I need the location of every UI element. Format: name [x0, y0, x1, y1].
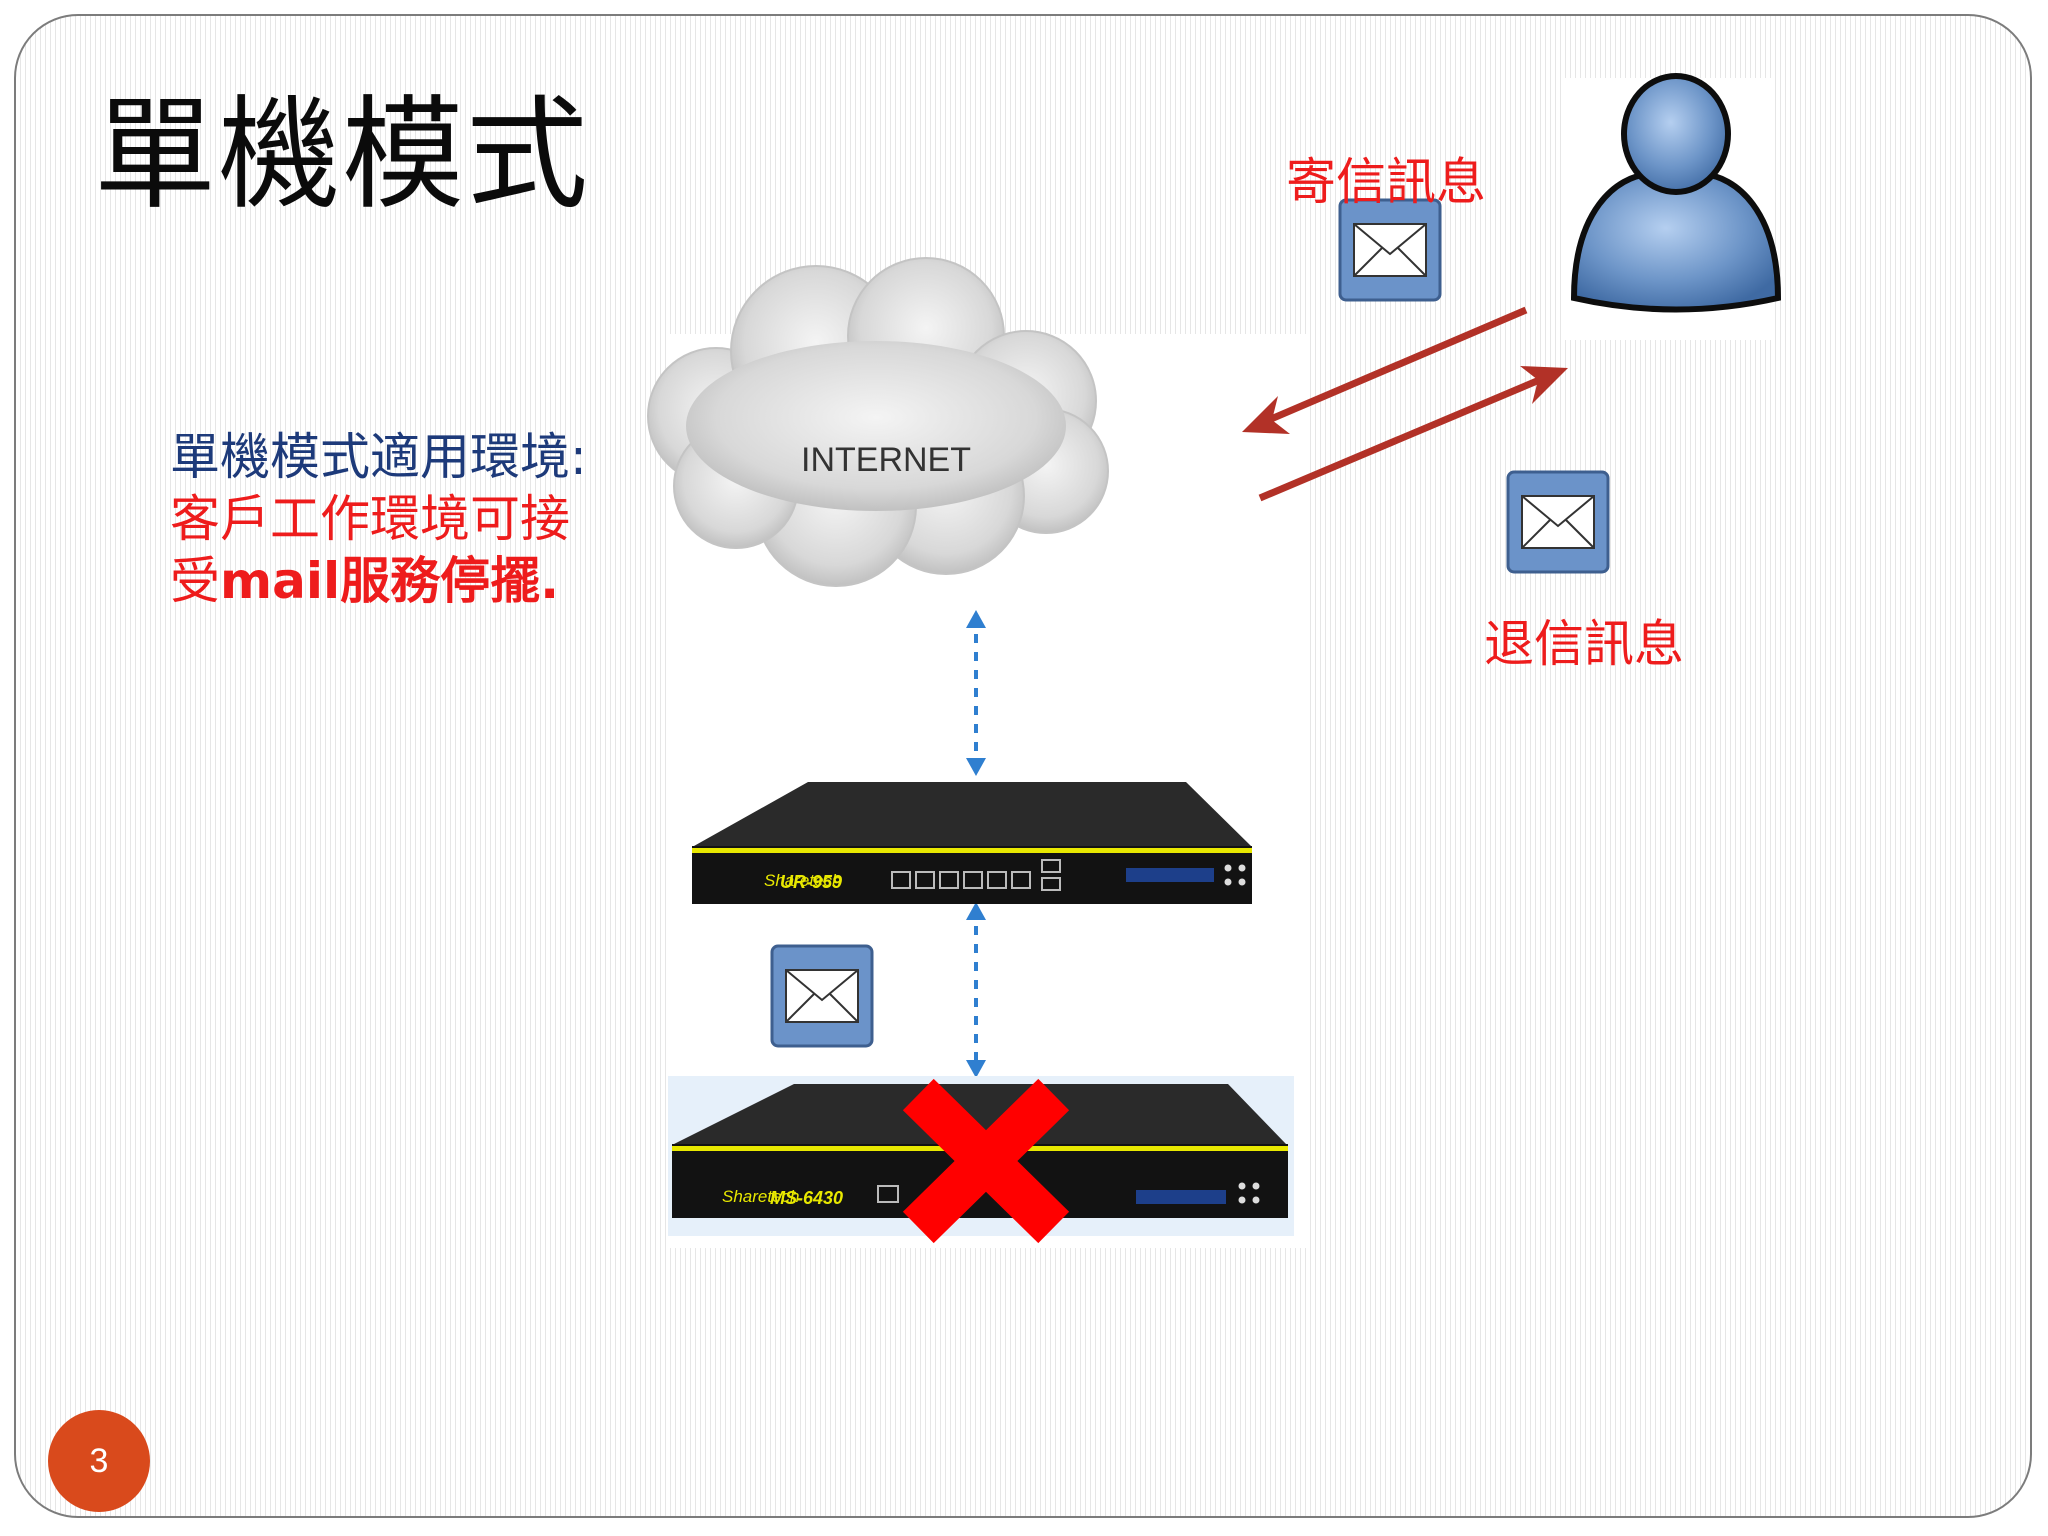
- description-line-3-rest: 服務停擺.: [340, 552, 560, 610]
- send-message-label: 寄信訊息: [1286, 153, 1486, 211]
- slide: 單機模式 單機模式適用環境: 客戶工作環境可接 受mail服務停擺.: [14, 14, 2032, 1518]
- mail-icon-send: [1338, 198, 1442, 302]
- page-number-badge: 3: [48, 1410, 150, 1512]
- description-line-3-prefix: 受: [170, 552, 220, 610]
- server-model: MS-6430: [770, 1188, 843, 1208]
- slide-title: 單機模式: [94, 84, 590, 226]
- link-router-mailserver: [966, 902, 986, 1078]
- description: 單機模式適用環境: 客戶工作環境可接 受mail服務停擺.: [170, 426, 587, 612]
- user-icon: [1570, 73, 1782, 313]
- mail-icon-internal: [770, 944, 874, 1048]
- router-model: UR-959: [780, 872, 842, 892]
- cloud-label: INTERNET: [801, 441, 971, 479]
- server-brand: Sharetech: [722, 1187, 800, 1206]
- router-device: Sharetech UR-959: [692, 782, 1252, 904]
- description-line-3: 受mail服務停擺.: [170, 550, 587, 612]
- failure-x-icon: [902, 1078, 1070, 1244]
- description-line-2: 客戶工作環境可接: [170, 490, 570, 548]
- arrow-send: [1242, 306, 1528, 434]
- description-line-3-bold: mail: [220, 552, 341, 610]
- description-line-1: 單機模式適用環境:: [170, 428, 587, 486]
- network-diagram: INTERNET Sharetech UR-959: [647, 73, 1782, 1244]
- mail-icon-bounce: [1506, 470, 1610, 574]
- link-internet-router: [966, 610, 986, 776]
- bounce-message-label: 退信訊息: [1484, 615, 1684, 673]
- internet-cloud-icon: INTERNET: [647, 257, 1109, 587]
- arrow-bounce: [1258, 366, 1568, 502]
- router-brand: Sharetech: [764, 871, 842, 890]
